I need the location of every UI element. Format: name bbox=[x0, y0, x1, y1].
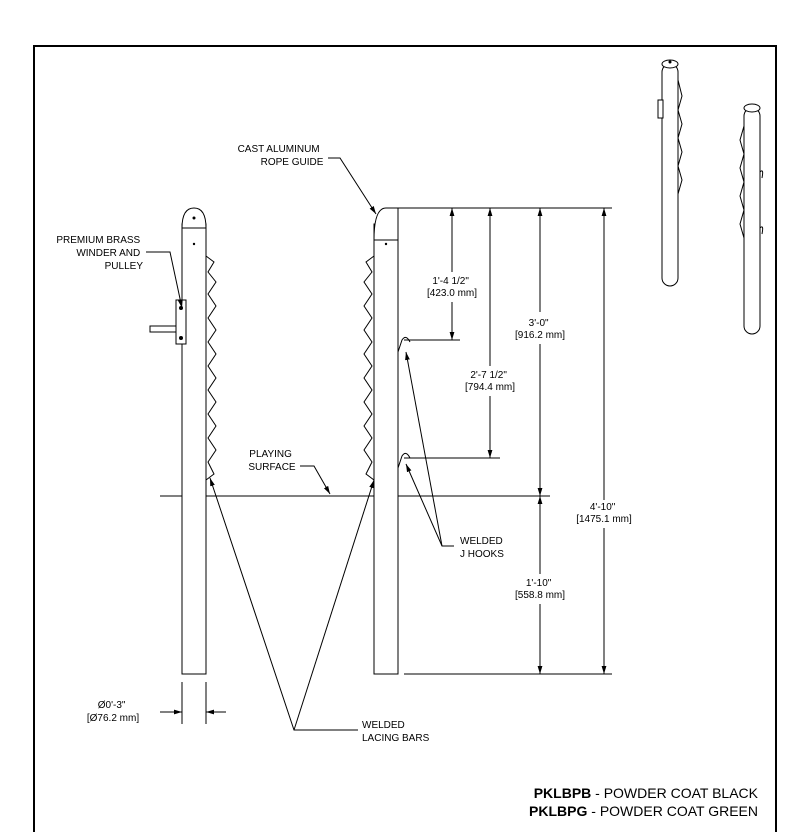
dim-hook-lower: 2'-7 1/2" [794.4 mm] bbox=[465, 370, 515, 393]
dim-diameter: Ø0'-3" [Ø76.2 mm] bbox=[87, 700, 139, 724]
left-post bbox=[149, 207, 217, 675]
welded-lacing-bars-label: WELDED LACING BARS bbox=[362, 720, 430, 744]
dim-hook-upper: 1'-4 1/2" [423.0 mm] bbox=[427, 276, 477, 299]
post-perspective-view-a bbox=[657, 59, 683, 287]
winder-pulley bbox=[149, 299, 187, 345]
welded-j-hooks-label: WELDED J HOOKS bbox=[460, 536, 506, 560]
dim-above-surface: 3'-0" [916.2 mm] bbox=[515, 318, 565, 341]
dimension-lines bbox=[160, 207, 612, 724]
winder-label: PREMIUM BRASS WINDER AND PULLEY bbox=[56, 235, 143, 272]
rope-guide-label: CAST ALUMINUM ROPE GUIDE bbox=[238, 144, 324, 168]
legend-line-black: PKLBPB - POWDER COAT BLACK bbox=[534, 785, 759, 801]
legend-line-green: PKLBPG - POWDER COAT GREEN bbox=[529, 803, 758, 819]
right-lacing-bar bbox=[363, 255, 375, 481]
dim-below-surface: 1'-10" [558.8 mm] bbox=[515, 578, 565, 601]
dim-total: 4'-10" [1475.1 mm] bbox=[576, 502, 632, 525]
post-perspective-view-b bbox=[739, 103, 764, 335]
right-post bbox=[363, 207, 411, 675]
upper-j-hook bbox=[397, 336, 411, 353]
lower-j-hook bbox=[397, 452, 411, 469]
drawing-frame bbox=[33, 45, 777, 832]
leader-lines bbox=[146, 157, 454, 731]
left-lacing-bar bbox=[205, 255, 217, 481]
playing-surface-label: PLAYING SURFACE bbox=[248, 449, 296, 473]
